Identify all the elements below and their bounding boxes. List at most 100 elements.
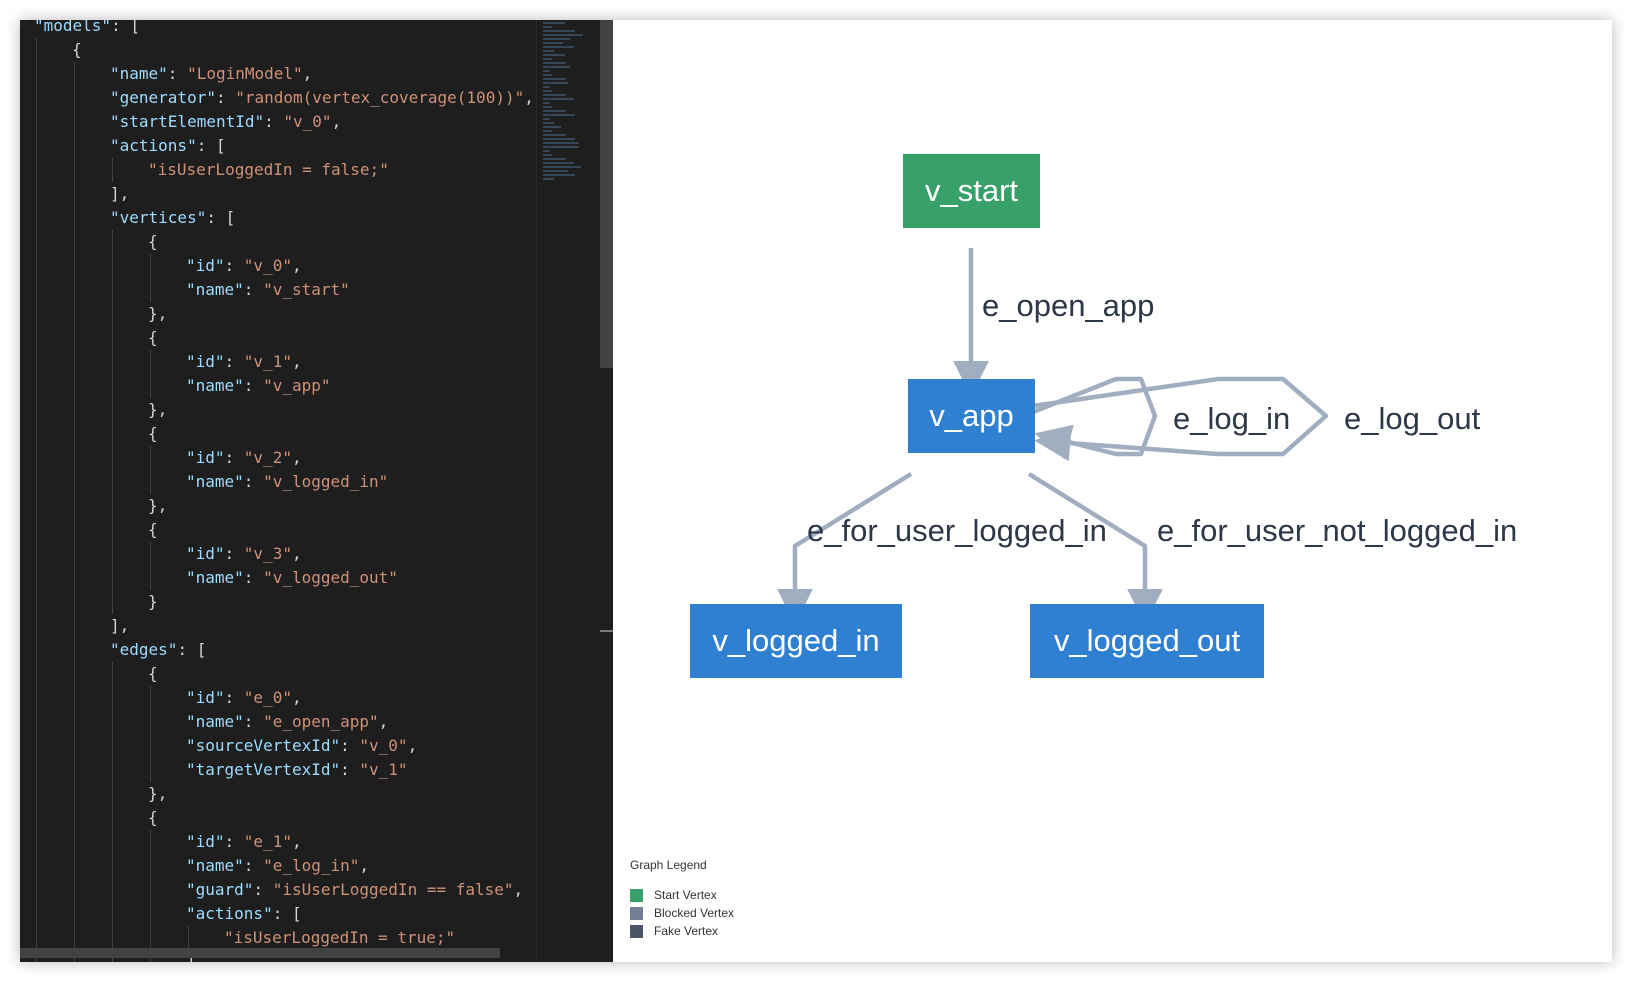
edge-label-e-log-out[interactable]: e_log_out — [1344, 401, 1481, 436]
indent-guide — [36, 446, 37, 470]
indent-guide — [36, 542, 37, 566]
horizontal-scrollbar-thumb[interactable] — [20, 948, 500, 958]
code-text: "vertices": [ — [110, 206, 235, 230]
indent-guide — [36, 638, 37, 662]
code-token: { — [148, 808, 158, 827]
code-text: }, — [148, 398, 167, 422]
code-text: "id": "v_2", — [186, 446, 302, 470]
indent-guide — [36, 158, 37, 182]
indent-guide — [74, 542, 75, 566]
edge-label-e-for-user-logged-in[interactable]: e_for_user_logged_in — [807, 513, 1107, 548]
indent-guide — [74, 614, 75, 638]
minimap-line — [543, 26, 552, 28]
code-token: "v_0" — [243, 256, 292, 275]
code-token: : — [215, 88, 236, 107]
edge-label-e-for-user-not-logged-in[interactable]: e_for_user_not_logged_in — [1157, 513, 1518, 548]
minimap-line — [543, 150, 551, 152]
minimap-line — [543, 158, 567, 160]
indent-guide — [150, 710, 151, 734]
code-token: "isUserLoggedIn = true;" — [224, 928, 456, 947]
indent-guide — [112, 278, 113, 302]
minimap-line — [543, 22, 565, 24]
indent-guide — [74, 830, 75, 854]
code-token: : — [243, 568, 264, 587]
code-token: : — [243, 472, 264, 491]
indent-guide — [74, 230, 75, 254]
vertex-v-start[interactable]: v_start — [903, 154, 1040, 228]
minimap[interactable] — [536, 20, 599, 962]
edge-e-log-out[interactable] — [1032, 376, 1329, 462]
indent-guide — [36, 710, 37, 734]
vertex-v-logged-out[interactable]: v_logged_out — [1030, 604, 1264, 678]
indent-guide — [112, 542, 113, 566]
code-token: , — [513, 880, 524, 899]
indent-guide — [36, 806, 37, 830]
indent-guide — [112, 350, 113, 374]
code-token: : — [224, 832, 244, 851]
code-token: , — [302, 64, 313, 83]
indent-guide — [112, 758, 113, 782]
indent-guide — [112, 686, 113, 710]
code-token: "edges" — [110, 640, 178, 659]
minimap-line — [543, 146, 579, 148]
indent-guide — [112, 782, 113, 806]
indent-guide — [74, 158, 75, 182]
indent-guide — [112, 854, 113, 878]
code-editor[interactable]: "models": [{"name": "LoginModel","genera… — [20, 20, 613, 962]
code-token: { — [72, 40, 82, 59]
code-token: : — [243, 856, 264, 875]
indent-guide — [36, 38, 37, 62]
indent-guide — [112, 902, 113, 926]
graph-view[interactable]: v_start v_app v_logged_in v_logged_out e… — [613, 20, 1612, 962]
indent-guide — [36, 878, 37, 902]
indent-guide — [36, 110, 37, 134]
code-text: "name": "v_start" — [186, 278, 350, 302]
indent-guide — [112, 374, 113, 398]
indent-guide — [36, 686, 37, 710]
code-token: "name" — [186, 472, 244, 491]
code-token: "v_3" — [243, 544, 292, 563]
indent-guide — [74, 374, 75, 398]
indent-guide — [74, 254, 75, 278]
indent-guide — [150, 374, 151, 398]
code-text: "guard": "isUserLoggedIn == false", — [186, 878, 523, 902]
indent-guide — [36, 782, 37, 806]
indent-guide — [36, 86, 37, 110]
code-text: } — [148, 590, 158, 614]
edge-e-for-user-logged-in[interactable] — [777, 472, 913, 625]
vertex-v-app[interactable]: v_app — [908, 379, 1035, 453]
edge-e-for-user-not-logged-in[interactable] — [1027, 472, 1163, 625]
code-token: "id" — [186, 688, 225, 707]
code-text: }, — [148, 782, 167, 806]
indent-guide — [36, 614, 37, 638]
edge-e-log-in[interactable] — [1032, 376, 1158, 460]
indent-guide — [74, 926, 75, 950]
code-token: : [ — [206, 208, 236, 227]
edge-label-e-open-app[interactable]: e_open_app — [982, 288, 1155, 323]
minimap-line — [543, 118, 551, 120]
indent-guide — [150, 542, 151, 566]
code-text: "models": [ — [34, 20, 140, 38]
indent-guide — [36, 470, 37, 494]
indent-guide — [112, 230, 113, 254]
legend-label: Blocked Vertex — [654, 906, 735, 920]
code-token: : [ — [177, 640, 207, 659]
indent-guide — [112, 662, 113, 686]
edge-label-e-log-in[interactable]: e_log_in — [1173, 401, 1291, 436]
indent-guide — [74, 470, 75, 494]
code-token: { — [148, 232, 158, 251]
indent-guide — [74, 422, 75, 446]
code-token: } — [148, 592, 158, 611]
minimap-line — [543, 162, 574, 164]
code-token: { — [148, 424, 158, 443]
minimap-line — [543, 174, 576, 176]
code-text: "targetVertexId": "v_1" — [186, 758, 408, 782]
code-token: , — [524, 88, 534, 107]
vertical-scrollbar-thumb[interactable] — [600, 20, 613, 368]
indent-guide — [36, 374, 37, 398]
indent-guide — [74, 134, 75, 158]
indent-guide — [74, 782, 75, 806]
code-token: "id" — [186, 832, 225, 851]
vertex-v-logged-in[interactable]: v_logged_in — [690, 604, 902, 678]
minimap-line — [543, 58, 552, 60]
